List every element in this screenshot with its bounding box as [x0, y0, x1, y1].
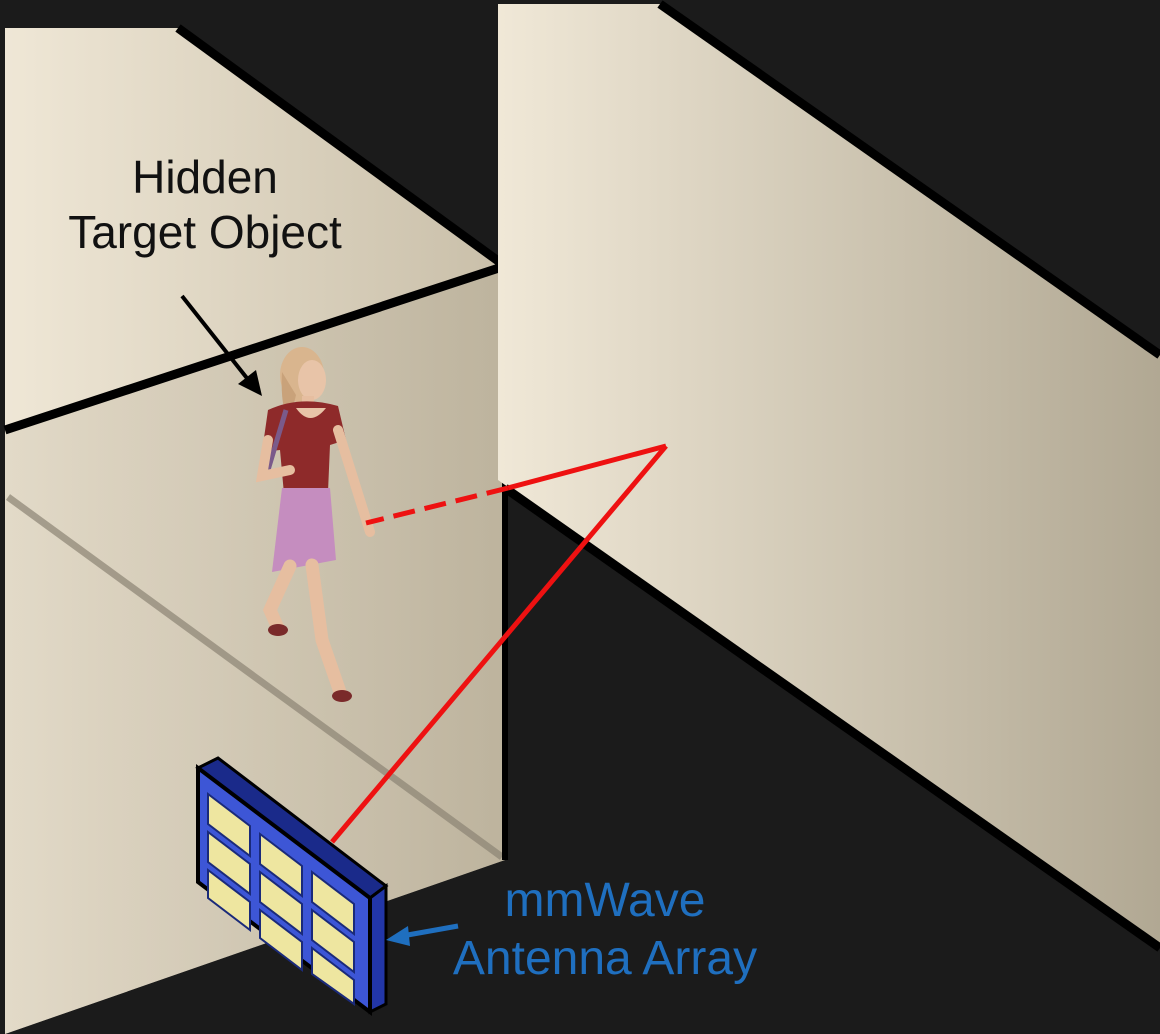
reflector-wall: [498, 0, 1160, 952]
hidden-target-label: Hidden Target Object: [20, 150, 390, 260]
target-pointer-arrow: [180, 294, 262, 396]
antenna-array-label: mmWave Antenna Array: [400, 872, 810, 987]
hidden-target-label-line1: Hidden: [132, 151, 278, 203]
signal-path: [330, 443, 668, 844]
antenna-array-icon: [195, 756, 389, 1017]
signal-outgoing-ray: [330, 444, 668, 844]
left-wall: [3, 24, 508, 1034]
antenna-label-line2: Antenna Array: [452, 931, 758, 985]
signal-hidden-ray: [365, 485, 509, 526]
hidden-target-label-line2: Target Object: [68, 206, 342, 259]
antenna-label-line1: mmWave: [504, 874, 706, 927]
woman-walking-icon: [255, 347, 375, 702]
signal-reflected-ray: [507, 443, 667, 491]
antenna-pointer-arrow: [386, 923, 459, 946]
